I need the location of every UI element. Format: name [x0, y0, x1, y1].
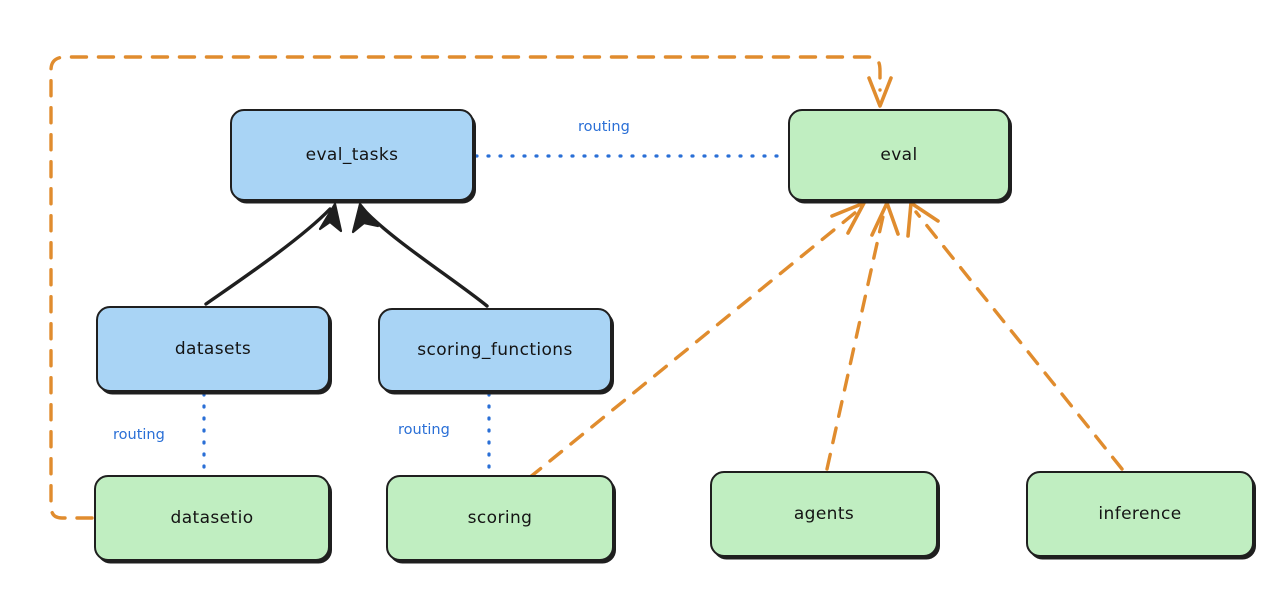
- node-agents[interactable]: agents: [710, 471, 938, 557]
- node-agents-label: agents: [793, 504, 855, 524]
- node-eval[interactable]: eval: [788, 109, 1010, 201]
- node-datasets-label: datasets: [174, 339, 252, 359]
- node-datasets[interactable]: datasets: [96, 306, 330, 392]
- node-datasetio-label: datasetio: [170, 508, 254, 528]
- edge-label-routing-eval-tasks-eval: routing: [578, 119, 630, 135]
- edge-scoring-functions-to-eval-tasks: [351, 202, 489, 308]
- node-datasetio[interactable]: datasetio: [94, 475, 330, 561]
- node-scoring-label: scoring: [467, 508, 533, 528]
- edge-label-routing-scoring-functions-scoring: routing: [398, 422, 450, 438]
- node-scoring-functions[interactable]: scoring_functions: [378, 308, 612, 392]
- edge-agents-to-eval: [825, 201, 900, 471]
- edge-datasets-to-eval-tasks: [204, 202, 343, 306]
- node-scoring-functions-label: scoring_functions: [417, 340, 573, 360]
- node-eval-label: eval: [880, 145, 918, 165]
- node-inference-label: inference: [1098, 504, 1182, 524]
- node-inference[interactable]: inference: [1026, 471, 1254, 557]
- node-eval-tasks[interactable]: eval_tasks: [230, 109, 474, 201]
- node-eval-tasks-label: eval_tasks: [305, 145, 399, 165]
- edge-label-routing-datasets-datasetio: routing: [113, 427, 165, 443]
- edge-inference-to-eval: [906, 201, 1124, 471]
- node-scoring[interactable]: scoring: [386, 475, 614, 561]
